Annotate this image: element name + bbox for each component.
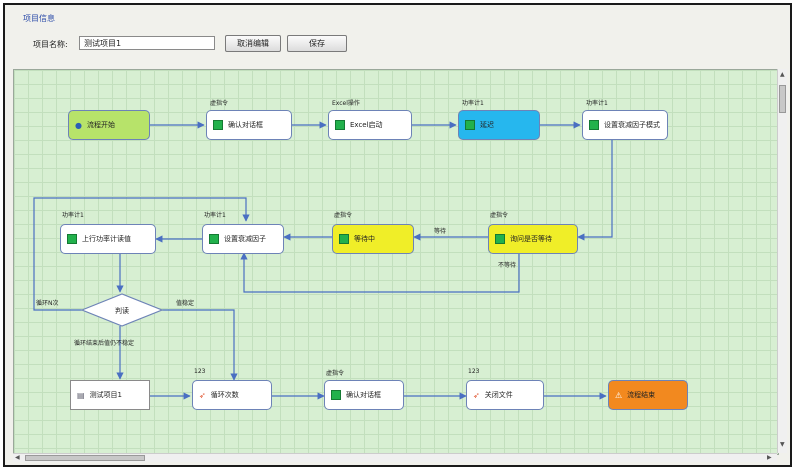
edge-label-no-wait: 不等待 bbox=[498, 262, 517, 269]
excel-start-node[interactable]: Excel启动 bbox=[328, 110, 412, 140]
vertical-scroll-thumb[interactable] bbox=[779, 85, 786, 113]
confirm1-caption: 虚指令 bbox=[210, 100, 229, 107]
green-square-icon bbox=[331, 390, 341, 400]
flow-end-node[interactable]: ⚠ 流程结束 bbox=[608, 380, 688, 410]
flow-canvas[interactable]: ● 流程开始 虚指令 确认对话框 Excel操作 Excel启动 功率计1 延迟… bbox=[13, 69, 779, 455]
green-square-icon bbox=[589, 120, 599, 130]
waiting-node[interactable]: 等待中 bbox=[332, 224, 414, 254]
run-icon: ➶ bbox=[473, 390, 480, 400]
read-power-node[interactable]: 上行功率计读值 bbox=[60, 224, 156, 254]
green-square-icon bbox=[213, 120, 223, 130]
waiting-caption: 虚指令 bbox=[334, 212, 353, 219]
ask-wait-node[interactable]: 询问是否等待 bbox=[488, 224, 578, 254]
judge-diamond bbox=[80, 293, 164, 327]
confirm2-caption: 虚指令 bbox=[326, 370, 345, 377]
edge-label-stable: 值稳定 bbox=[176, 300, 195, 307]
excel-caption: Excel操作 bbox=[332, 100, 360, 107]
scroll-right-icon[interactable]: ▶ bbox=[767, 454, 772, 461]
flow-start-node[interactable]: ● 流程开始 bbox=[68, 110, 150, 140]
confirm-dialog-2-node[interactable]: 确认对话框 bbox=[324, 380, 404, 410]
save-button[interactable]: 保存 bbox=[287, 35, 347, 52]
close-file-caption: 123 bbox=[468, 368, 480, 375]
set-attn-mode-caption: 功率计1 bbox=[586, 100, 608, 107]
flow-connectors bbox=[33, 121, 613, 400]
cancel-edit-button[interactable]: 取消编辑 bbox=[225, 35, 281, 52]
edge-nowait bbox=[240, 252, 520, 293]
scroll-down-icon[interactable]: ▼ bbox=[780, 441, 785, 448]
green-square-icon bbox=[465, 120, 475, 130]
scroll-up-icon[interactable]: ▲ bbox=[780, 71, 785, 78]
delay-caption: 功率计1 bbox=[462, 100, 484, 107]
edge-setmode-ask bbox=[577, 140, 613, 241]
test-project-node[interactable]: ▤ 测试项目1 bbox=[70, 380, 150, 410]
ask-wait-caption: 虚指令 bbox=[490, 212, 509, 219]
green-square-icon bbox=[335, 120, 345, 130]
edge-stable bbox=[162, 309, 238, 381]
scroll-left-icon[interactable]: ◀ bbox=[15, 454, 20, 461]
edge-label-done-unstable: 循环结束后值仍不稳定 bbox=[74, 340, 135, 347]
edge-label-wait: 等待 bbox=[434, 228, 447, 235]
loop-count-node[interactable]: ➶ 循环次数 bbox=[192, 380, 272, 410]
run-icon: ➶ bbox=[199, 390, 206, 400]
edge-loopn bbox=[33, 197, 250, 311]
green-square-icon bbox=[67, 234, 77, 244]
vertical-scrollbar[interactable]: ▲ ▼ bbox=[777, 69, 787, 453]
loop-caption: 123 bbox=[194, 368, 206, 375]
project-name-input[interactable] bbox=[79, 36, 215, 50]
green-square-icon bbox=[209, 234, 219, 244]
green-square-icon bbox=[339, 234, 349, 244]
confirm-dialog-node[interactable]: 确认对话框 bbox=[206, 110, 292, 140]
delay-node[interactable]: 延迟 bbox=[458, 110, 540, 140]
set-attn-caption: 功率计1 bbox=[204, 212, 226, 219]
edge-label-loop-n: 循环N次 bbox=[36, 300, 59, 307]
user-icon: ● bbox=[75, 120, 82, 130]
panel-title: 项目信息 bbox=[23, 14, 55, 23]
close-file-node[interactable]: ➶ 关闭文件 bbox=[466, 380, 544, 410]
project-name-label: 项目名称: bbox=[33, 40, 68, 49]
alert-icon: ⚠ bbox=[615, 390, 623, 400]
set-attenuation-mode-node[interactable]: 设置衰减因子模式 bbox=[582, 110, 668, 140]
horizontal-scrollbar[interactable]: ◀ ▶ bbox=[13, 453, 777, 462]
green-square-icon bbox=[495, 234, 505, 244]
read-power-caption: 功率计1 bbox=[62, 212, 84, 219]
document-icon: ▤ bbox=[77, 390, 85, 400]
horizontal-scroll-thumb[interactable] bbox=[25, 455, 145, 461]
set-attenuation-node[interactable]: 设置衰减因子 bbox=[202, 224, 284, 254]
judge-label[interactable]: 判读 bbox=[115, 307, 129, 315]
